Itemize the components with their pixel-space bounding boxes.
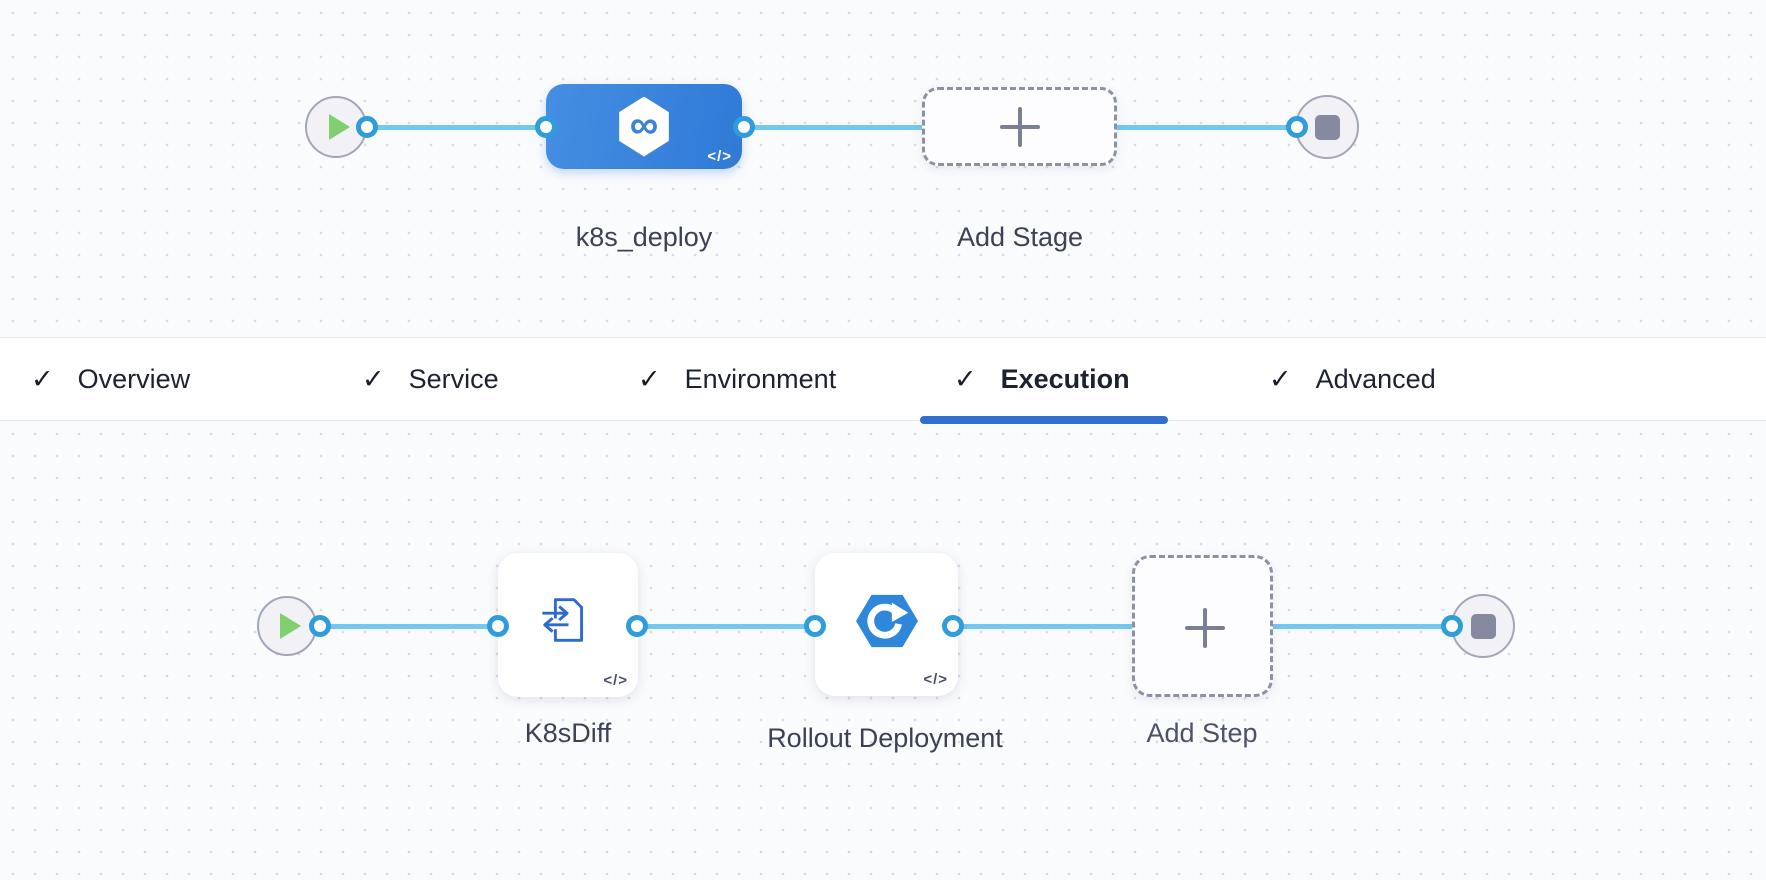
connector-port[interactable] bbox=[804, 615, 826, 637]
connector-port[interactable] bbox=[626, 615, 648, 637]
cd-stage-hexagon-icon: ∞ bbox=[619, 96, 669, 157]
play-icon bbox=[328, 114, 350, 140]
step-name-label: Rollout Deployment bbox=[767, 723, 1003, 753]
add-step-button[interactable] bbox=[1132, 555, 1273, 697]
stage-connector-line bbox=[336, 125, 1327, 130]
add-stage-label: Add Stage bbox=[956, 222, 1084, 252]
tab-environment[interactable]: ✓ Environment bbox=[638, 338, 836, 420]
connector-port[interactable] bbox=[487, 615, 509, 637]
tab-label: Environment bbox=[684, 363, 837, 394]
active-tab-underline bbox=[920, 416, 1168, 424]
code-icon: </> bbox=[603, 672, 628, 689]
check-icon: ✓ bbox=[31, 363, 54, 394]
plus-icon bbox=[1184, 608, 1225, 648]
tab-execution[interactable]: ✓ Execution bbox=[920, 338, 1168, 424]
check-icon: ✓ bbox=[638, 363, 661, 394]
check-icon: ✓ bbox=[1269, 363, 1292, 394]
infinity-icon: ∞ bbox=[629, 102, 659, 147]
stop-icon bbox=[1314, 114, 1340, 140]
k8s-diff-icon bbox=[542, 598, 584, 642]
connector-port[interactable] bbox=[1286, 116, 1308, 138]
connector-port[interactable] bbox=[733, 116, 755, 138]
stage-name-label: k8s_deploy bbox=[575, 222, 713, 252]
tab-label: Overview bbox=[77, 363, 191, 394]
connector-port[interactable] bbox=[309, 615, 331, 637]
tab-advanced[interactable]: ✓ Advanced bbox=[1269, 338, 1436, 420]
plus-icon bbox=[999, 106, 1040, 147]
stage-node-k8s-deploy[interactable]: ∞ </> bbox=[546, 84, 742, 169]
tab-service[interactable]: ✓ Service bbox=[362, 338, 499, 420]
rollout-deployment-icon bbox=[855, 594, 918, 647]
step-node-k8sdiff[interactable]: </> bbox=[498, 553, 638, 697]
connector-port[interactable] bbox=[535, 116, 557, 138]
add-step-label: Add Step bbox=[1146, 718, 1258, 748]
tab-overview[interactable]: ✓ Overview bbox=[31, 338, 190, 420]
step-node-rollout-deployment[interactable]: </> bbox=[815, 553, 958, 696]
tab-label: Advanced bbox=[1315, 363, 1436, 394]
tab-label: Execution bbox=[1000, 363, 1130, 394]
stage-config-tabs: ✓ Overview ✓ Service ✓ Environment ✓ Exe… bbox=[0, 337, 1766, 424]
check-icon: ✓ bbox=[362, 363, 385, 394]
stop-icon bbox=[1470, 613, 1496, 639]
tab-label: Service bbox=[408, 363, 499, 394]
connector-port[interactable] bbox=[942, 615, 964, 637]
play-icon bbox=[279, 613, 301, 639]
connector-port[interactable] bbox=[1441, 615, 1463, 637]
connector-port[interactable] bbox=[356, 116, 378, 138]
code-icon: </> bbox=[923, 671, 948, 688]
execution-step-canvas[interactable]: </> </> K8sDiff Rollout Deployment Add S… bbox=[0, 421, 1766, 880]
step-name-label: K8sDiff bbox=[524, 718, 612, 748]
check-icon: ✓ bbox=[954, 363, 977, 394]
execution-end-node[interactable] bbox=[1451, 594, 1515, 658]
execution-start-node[interactable] bbox=[257, 596, 317, 656]
stage-pipeline-canvas[interactable]: ∞ </> k8s_deploy Add Stage bbox=[0, 0, 1766, 337]
add-stage-button[interactable] bbox=[922, 87, 1117, 166]
code-icon: </> bbox=[707, 148, 732, 165]
